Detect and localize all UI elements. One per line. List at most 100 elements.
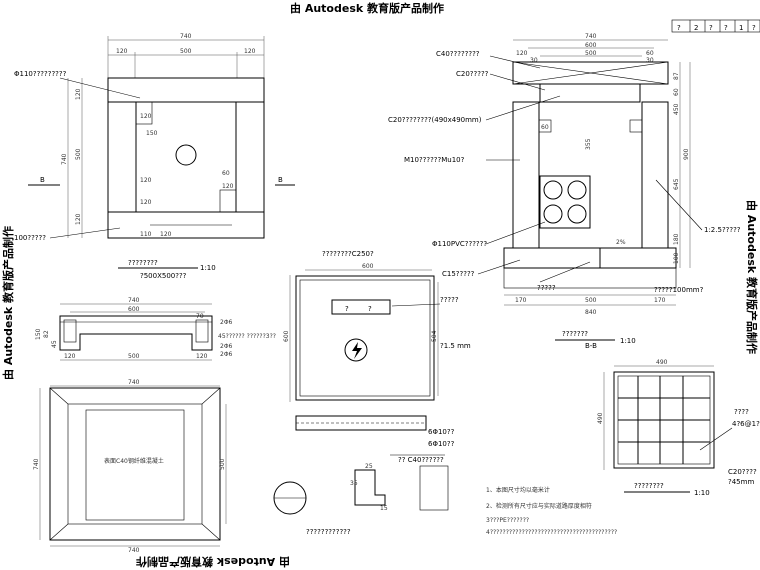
notes: 1、本图尺寸均以毫米计 2、检测所有尺寸应与实际道路厚度相符 3???PE???… [486, 486, 617, 536]
plan-rebar-label: Φ110????????? [14, 70, 67, 78]
grate-label: 4?6@1?? [732, 420, 760, 428]
bb-subcaption: B-B [585, 342, 597, 350]
bb-right-dim: 87 [673, 72, 680, 80]
frame-bottom-dim: 500 [128, 353, 140, 360]
frame-plan-right-dim: 500 [219, 458, 226, 470]
detail-dim: 25 [365, 463, 373, 470]
bb-caption: ??????? [562, 330, 588, 338]
detail-caption: ???????????? [306, 528, 351, 536]
plan-caption: ???????? [128, 259, 158, 267]
bb-right-dim: 60 [673, 88, 680, 96]
grate-label: ???? [734, 408, 749, 416]
cover-section-label: 6Φ10?? [428, 440, 455, 448]
grate-scale: 1:10 [694, 489, 710, 497]
bb-label: M10??????Mu10? [404, 156, 465, 164]
frame-note: 2Φ6 [220, 351, 233, 358]
bb-label: C20????????(490x490mm) [388, 116, 482, 124]
frame-note: 45?????? ??????3?? [218, 333, 276, 340]
grate-width-dim: 490 [656, 359, 668, 366]
bb-inner-dim: 355 [585, 138, 592, 150]
frame-plan-left-dim: 740 [33, 458, 40, 470]
bb-top-dim: 600 [585, 42, 597, 49]
bb-label: C40???????? [436, 50, 480, 58]
section-mark-left: B [40, 176, 45, 184]
plan-inner-dim: 120 [140, 177, 152, 184]
watermark-top: 由 Autodesk 教育版产品制作 [290, 1, 444, 15]
plan-inner-dim: 60 [222, 170, 230, 177]
bb-top-dim: 120 [516, 50, 528, 57]
frame-plan-bottom-dim: 740 [128, 547, 140, 554]
plan-top-dim: 120 [116, 48, 128, 55]
frame-section: 740 600 70 120 500 120 150 82 45 2Φ6 45?… [35, 297, 276, 361]
watermark-right: 由 Autodesk 教育版产品制作 [745, 200, 759, 354]
plan-scale: 1:10 [200, 264, 216, 272]
cover-section: 6Φ10?? 6Φ10?? ?? C40?????? [295, 415, 455, 464]
cover-inner-dim: 504 [431, 330, 438, 342]
bb-right-dim: 100 [673, 252, 680, 264]
bb-bottom-dim: 170 [654, 297, 666, 304]
detail-dim: 15 [380, 505, 388, 512]
section-mark-right: B [278, 176, 283, 184]
grate-label: C20???? [728, 468, 757, 476]
bb-right-dim: 450 [673, 103, 680, 115]
plan-left-dim: 740 [61, 153, 68, 165]
grate-height-dim: 490 [597, 412, 604, 424]
note-line: 4???????????????????????????????????????… [486, 529, 617, 536]
title-block-cell: ? [677, 24, 681, 32]
bb-top-dim: 740 [585, 33, 597, 40]
plan-top-dim: 120 [244, 48, 256, 55]
bb-right-dim: 645 [673, 178, 680, 190]
plan-top-dim: 740 [180, 33, 192, 40]
cover-section-label: ?? C40?????? [398, 456, 444, 464]
cover-height-dim: 600 [283, 330, 290, 342]
plan-left-dim: 120 [75, 213, 82, 225]
frame-bottom-dim: 120 [64, 353, 76, 360]
plan-inner-dim: 120 [160, 231, 172, 238]
plan-subcaption: ?500X500??? [140, 272, 187, 280]
note-line: 2、检测所有尺寸应与实际道路厚度相符 [486, 502, 592, 510]
title-block-cell: ? [724, 24, 728, 32]
frame-plan-top-dim: 740 [128, 379, 140, 386]
plan-left-dim: 120 [75, 88, 82, 100]
bb-label: Φ110PVC?????? [432, 240, 487, 248]
bb-bottom-dim: 170 [515, 297, 527, 304]
watermark-bottom: 由 Autodesk 教育版产品制作 [136, 555, 290, 569]
detail-sketches: 25 35 15 ???????????? [273, 463, 449, 536]
bb-label: 1:2.5????? [704, 226, 741, 234]
frame-note: 2Φ6 [220, 343, 233, 350]
grate-label: ?45mm [728, 478, 754, 486]
watermark-left: 由 Autodesk 教育版产品制作 [1, 226, 15, 380]
frame-note: 2Φ6 [220, 319, 233, 326]
note-line: 3???PE??????? [486, 517, 529, 524]
note-line: 1、本图尺寸均以毫米计 [486, 486, 550, 494]
plan-top-dim: 500 [180, 48, 192, 55]
detail-dim: 35 [350, 480, 358, 487]
frame-left-dim: 150 [35, 328, 42, 340]
plan-bottom-label: 100????? [14, 234, 46, 242]
bb-right-dim: 900 [683, 148, 690, 160]
title-block-cell: 1 [739, 24, 743, 32]
plan-inner-dim: 120 [140, 113, 152, 120]
frame-top-dim: 740 [128, 297, 140, 304]
cover-plate-text: ? [368, 305, 372, 313]
frame-top-dim: 600 [128, 306, 140, 313]
bb-top-dim: 30 [646, 57, 654, 64]
bb-label: ?????100mm? [654, 286, 704, 294]
plan-view: 740 120 500 120 740 500 120 120 120 150 … [14, 33, 295, 280]
section-bb: 740 600 500 120 30 60 30 60 355 2% 87 60 [388, 33, 741, 350]
cover-label-thick: ?1.5 mm [440, 342, 471, 350]
title-block-cell: ? [709, 24, 713, 32]
title-block-cell: 2 [694, 24, 698, 32]
bb-bottom-dim: 840 [585, 309, 597, 316]
title-block: ? 2 ? ? 1 ? [671, 19, 760, 33]
bb-label: C20????? [456, 70, 489, 78]
bb-right-dim: 180 [673, 233, 680, 245]
bb-top-dim: 500 [585, 50, 597, 57]
cover-section-label: 6Φ10?? [428, 428, 455, 436]
plan-inner-dim: 110 [140, 231, 152, 238]
bb-scale: 1:10 [620, 337, 636, 345]
frame-left-dim: 82 [43, 330, 50, 338]
bb-label: ????? [537, 284, 556, 292]
title-block-cell: ? [752, 24, 756, 32]
